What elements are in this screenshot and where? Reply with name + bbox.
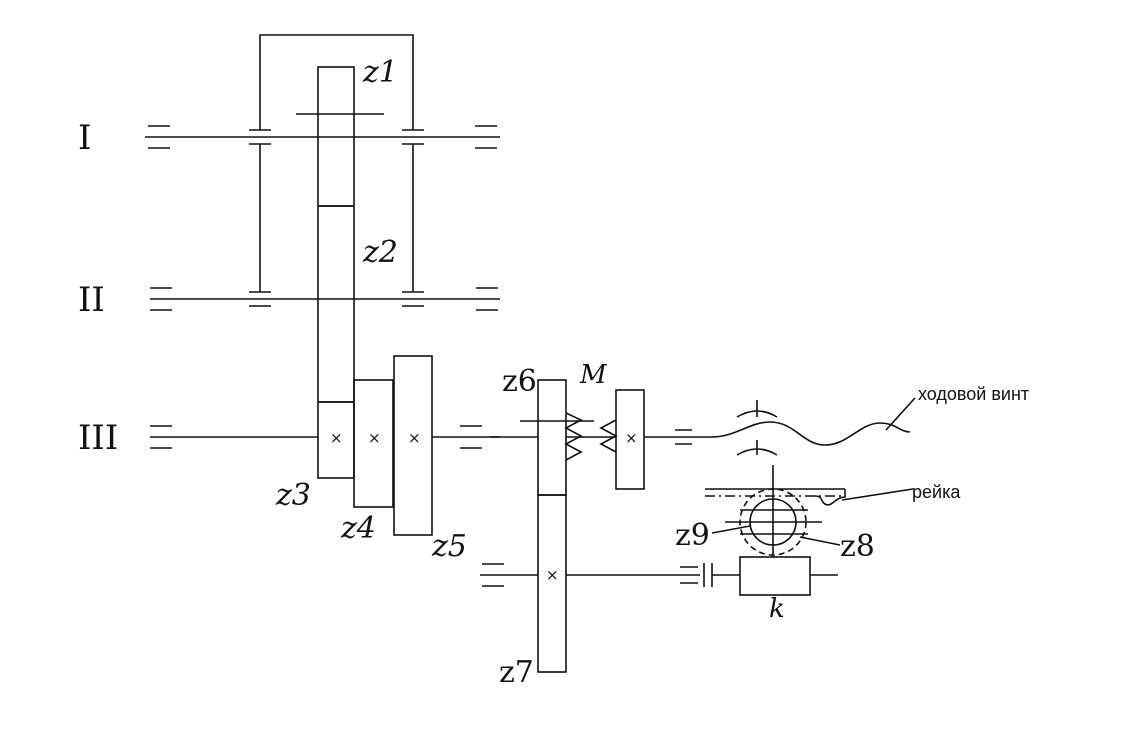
- gear-z6-label: z6: [502, 364, 537, 399]
- gear-mark-z3: ×: [330, 429, 343, 447]
- shaft-3: [150, 425, 500, 449]
- gear-mark-z4: ×: [368, 429, 381, 447]
- gear-z6: [537, 379, 567, 496]
- gear-z1-label: z1: [362, 55, 398, 90]
- gear-mark-clutch: ×: [625, 429, 638, 447]
- clutch-m: [564, 389, 645, 490]
- gear-z7-label: z7: [499, 655, 534, 690]
- rack-pinion: [705, 465, 914, 557]
- shaft-2-label: II: [78, 280, 105, 320]
- gear-mark-z5: ×: [408, 429, 421, 447]
- lead-screw: [711, 397, 916, 456]
- gear-z9-label: z9: [675, 518, 710, 553]
- carriage-k: [739, 556, 811, 596]
- gear-z5: [393, 355, 433, 536]
- rack-label: рейка: [912, 482, 961, 502]
- shaft-1-label: I: [78, 118, 91, 158]
- gear-z2: [317, 205, 355, 403]
- shaft-2: [150, 287, 500, 311]
- gear-mark-z7: ×: [546, 566, 559, 584]
- gear-z8-label: z8: [840, 529, 875, 564]
- gear-z7: [537, 494, 567, 673]
- shaft-3-label: III: [78, 418, 118, 458]
- gear-z5-label: z5: [431, 529, 467, 564]
- lead-screw-shaft: [490, 420, 712, 445]
- gear-z4-label: z4: [340, 511, 376, 546]
- gear-z4: [353, 379, 394, 508]
- lever-frame: [249, 34, 424, 307]
- gear-z3-label: z3: [275, 478, 311, 513]
- carriage-label: k: [769, 594, 785, 624]
- lower-shaft: [480, 563, 838, 587]
- lead-screw-label: ходовой винт: [918, 384, 1029, 404]
- clutch-label: M: [579, 360, 608, 390]
- shaft-1: [145, 125, 500, 149]
- gear-z2-label: z2: [362, 235, 398, 270]
